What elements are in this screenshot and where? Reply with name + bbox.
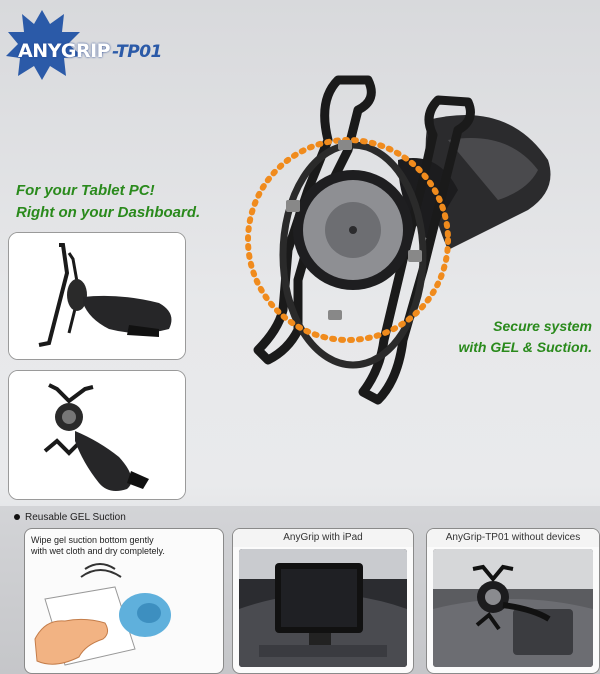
gel-caption: Reusable GEL Suction bbox=[14, 512, 126, 523]
bullet-icon bbox=[14, 514, 20, 521]
front-view-photo bbox=[8, 370, 186, 500]
side-view-illustration bbox=[9, 233, 185, 359]
brand-wordmark: ANYGRIP-TP01 bbox=[18, 40, 162, 62]
ipad-usage-panel: AnyGrip with iPad bbox=[232, 528, 414, 674]
brand-model: -TP01 bbox=[112, 42, 162, 62]
gel-caption-text: Reusable GEL Suction bbox=[25, 512, 126, 523]
ipad-panel-title: AnyGrip with iPad bbox=[233, 529, 413, 547]
car-ipad-illustration bbox=[239, 549, 407, 667]
feature-tagline: Secure system with GEL & Suction. bbox=[424, 316, 592, 358]
front-view-illustration bbox=[9, 371, 185, 499]
headline-tagline: For your Tablet PC! Right on your Dashbo… bbox=[16, 180, 200, 224]
side-view-photo bbox=[8, 232, 186, 360]
brand-grip: GRIP bbox=[60, 40, 111, 62]
gel-cleaning-panel: Wipe gel suction bottom gently with wet … bbox=[24, 528, 224, 674]
brand-any: ANY bbox=[18, 40, 61, 62]
no-device-panel-title: AnyGrip-TP01 without devices bbox=[427, 529, 599, 547]
feature-line-2: with GEL & Suction. bbox=[458, 339, 592, 355]
brand-logo: ANYGRIP-TP01 bbox=[4, 6, 204, 82]
hand-wipe-illustration bbox=[34, 563, 171, 666]
car-holder-illustration bbox=[433, 549, 593, 667]
cleaning-instructions: Wipe gel suction bottom gently with wet … bbox=[31, 535, 221, 557]
cleaning-line-2: with wet cloth and dry completely. bbox=[31, 546, 165, 556]
feature-line-1: Secure system bbox=[493, 318, 592, 334]
tablet-holder-illustration bbox=[245, 75, 551, 405]
no-device-panel: AnyGrip-TP01 without devices bbox=[426, 528, 600, 674]
splash-star-icon bbox=[6, 10, 82, 80]
headline-line-1: For your Tablet PC! bbox=[16, 182, 155, 199]
cleaning-line-1: Wipe gel suction bottom gently bbox=[31, 535, 154, 545]
headline-line-2: Right on your Dashboard. bbox=[16, 204, 201, 221]
